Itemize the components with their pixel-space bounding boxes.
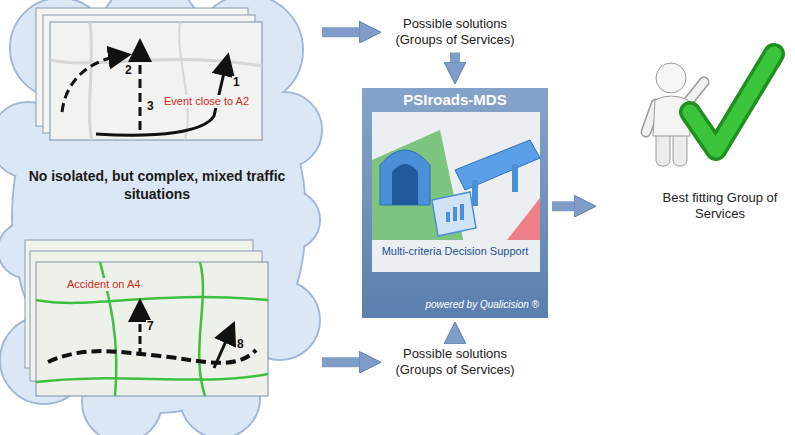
phone-bar xyxy=(446,212,450,222)
route-path xyxy=(48,350,256,363)
cloud-outline xyxy=(0,0,322,435)
bridge-deck xyxy=(455,140,540,190)
route-path xyxy=(62,56,120,112)
tunnel-opening xyxy=(392,164,418,205)
phone-icon xyxy=(432,192,476,236)
map-road xyxy=(36,374,268,382)
route-path xyxy=(214,332,230,368)
map-road xyxy=(50,60,262,66)
map-road xyxy=(199,262,205,396)
node-text: powered by Qualicision ® xyxy=(363,299,547,312)
callout-number: 3 xyxy=(146,100,155,114)
panel-frame xyxy=(362,88,548,318)
check-mark xyxy=(690,54,774,150)
node-text: Possible solutions (Groups of Services) xyxy=(385,346,525,379)
check-stroke xyxy=(690,54,774,150)
callout-number: 7 xyxy=(146,320,155,334)
cloud-fill xyxy=(0,0,321,435)
figure-head xyxy=(656,63,686,93)
panel-image-base xyxy=(372,240,540,272)
node-text: Best fitting Group of Services xyxy=(650,190,790,223)
check-shadow xyxy=(690,54,774,150)
map-road xyxy=(89,22,92,140)
mds-panel-art xyxy=(362,88,548,318)
figure-arm xyxy=(688,82,704,102)
map-road xyxy=(179,22,188,140)
solution-group: Possible solutions (Groups of Services) xyxy=(385,16,525,49)
result-box: Best fitting Group of Services xyxy=(600,190,790,223)
phone-bar xyxy=(453,207,457,221)
callout-number: 8 xyxy=(236,338,245,352)
flow-arrow xyxy=(450,53,460,73)
node-text: Possible solutions (Groups of Services) xyxy=(385,16,525,49)
node-text: Multi-criteria Decision Support xyxy=(379,245,532,259)
node-text: PSIroads-MDS xyxy=(363,91,547,110)
route-path xyxy=(139,310,142,356)
flow-arrow xyxy=(322,357,369,367)
cloud-bump xyxy=(261,191,319,249)
callout-number: 2 xyxy=(124,64,133,78)
map-stack-top xyxy=(36,8,262,140)
phone-bar xyxy=(460,204,464,220)
map-label: Accident on A4 xyxy=(66,278,141,291)
node-text: No isolated, but complex, mixed traffic … xyxy=(22,168,292,203)
figure-arm xyxy=(688,82,704,102)
callout-number: 1 xyxy=(232,76,241,90)
tunnel-icon xyxy=(380,150,430,205)
flow-arrow xyxy=(322,27,369,37)
map-stack-bottom xyxy=(25,240,268,396)
map-road xyxy=(36,297,268,303)
map-sheet xyxy=(36,262,268,396)
flow-arrow xyxy=(552,201,584,211)
route-path xyxy=(139,50,142,130)
panel-image xyxy=(372,112,540,272)
bridge-pillar xyxy=(472,180,478,206)
solution-group: Possible solutions (Groups of Services) xyxy=(385,346,525,379)
bridge-pillar xyxy=(512,164,518,192)
flow-arrow xyxy=(450,334,460,342)
map-sheet xyxy=(50,22,262,140)
map-label: Event close to A2 xyxy=(163,95,250,108)
